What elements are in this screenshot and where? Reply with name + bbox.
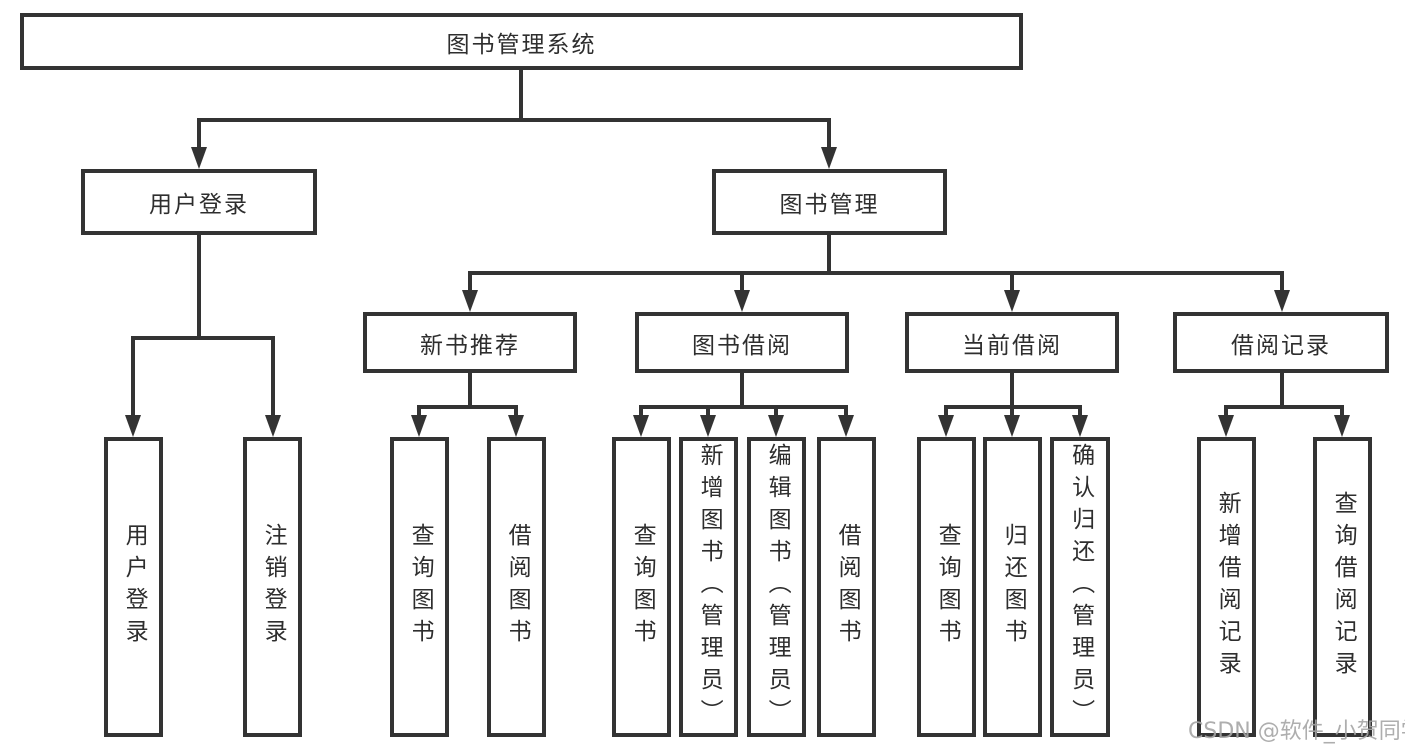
connector xyxy=(827,235,831,275)
leaf-label: 用户登录 xyxy=(121,523,148,651)
arrow-down-icon xyxy=(1004,415,1020,437)
connector xyxy=(417,405,421,418)
connector xyxy=(774,405,778,418)
arrow-down-icon xyxy=(508,415,524,437)
arrow-down-icon xyxy=(633,415,649,437)
node-book-management: 图书管理 xyxy=(712,169,947,235)
connector xyxy=(639,405,848,409)
connector xyxy=(271,336,275,417)
connector xyxy=(1010,405,1014,418)
node-current-borrowing: 当前借阅 xyxy=(905,312,1119,373)
arrow-down-icon xyxy=(411,415,427,437)
node-leaf-query-books-2: 查询图书 xyxy=(612,437,671,737)
connector xyxy=(1010,373,1014,409)
node-book-borrowing: 图书借阅 xyxy=(635,312,849,373)
connector xyxy=(740,271,744,294)
arrow-down-icon xyxy=(1004,290,1020,312)
connector xyxy=(468,271,472,294)
leaf-label: 查询图书 xyxy=(629,523,656,651)
leaf-label: 查询图书 xyxy=(407,523,434,651)
arrow-down-icon xyxy=(1218,415,1234,437)
leaf-label: 确认归还（管理员） xyxy=(1067,443,1094,731)
connector xyxy=(131,336,135,417)
connector xyxy=(1280,373,1284,409)
leaf-label: 编辑图书（管理员） xyxy=(764,443,791,731)
connector xyxy=(197,118,831,122)
arrow-down-icon xyxy=(821,147,837,169)
node-leaf-user-login: 用户登录 xyxy=(104,437,163,737)
node-leaf-borrow-books-1: 借阅图书 xyxy=(487,437,546,737)
connector xyxy=(1340,405,1344,418)
connector xyxy=(514,405,518,418)
connector xyxy=(1224,405,1228,418)
connector xyxy=(1224,405,1344,409)
leaf-label: 查询借阅记录 xyxy=(1330,491,1357,683)
leaf-label: 新增借阅记录 xyxy=(1214,491,1241,683)
node-leaf-query-books-1: 查询图书 xyxy=(390,437,449,737)
connector xyxy=(197,235,201,340)
arrow-down-icon xyxy=(768,415,784,437)
connector xyxy=(197,118,201,149)
connector xyxy=(706,405,710,418)
leaf-label: 新增图书（管理员） xyxy=(696,443,723,731)
leaf-label: 查询图书 xyxy=(934,523,961,651)
connector xyxy=(639,405,643,418)
arrow-down-icon xyxy=(838,415,854,437)
arrow-down-icon xyxy=(265,415,281,437)
arrow-down-icon xyxy=(462,290,478,312)
arrow-down-icon xyxy=(1334,415,1350,437)
connector xyxy=(519,70,523,122)
node-leaf-borrow-books-2: 借阅图书 xyxy=(817,437,876,737)
arrow-down-icon xyxy=(125,415,141,437)
arrow-down-icon xyxy=(1072,415,1088,437)
node-user-login: 用户登录 xyxy=(81,169,317,235)
connector xyxy=(1280,271,1284,294)
arrow-down-icon xyxy=(734,290,750,312)
node-leaf-query-borrow-record: 查询借阅记录 xyxy=(1313,437,1372,737)
arrow-down-icon xyxy=(700,415,716,437)
node-leaf-logout: 注销登录 xyxy=(243,437,302,737)
connector xyxy=(740,373,744,409)
arrow-down-icon xyxy=(1274,290,1290,312)
arrow-down-icon xyxy=(938,415,954,437)
node-new-book-recommend: 新书推荐 xyxy=(363,312,577,373)
node-root: 图书管理系统 xyxy=(20,13,1023,70)
leaf-label: 注销登录 xyxy=(260,523,287,651)
leaf-label: 借阅图书 xyxy=(834,523,861,651)
leaf-label: 借阅图书 xyxy=(504,523,531,651)
node-leaf-add-books-admin: 新增图书（管理员） xyxy=(679,437,738,737)
connector xyxy=(1078,405,1082,418)
connector xyxy=(417,405,518,409)
node-leaf-return-books: 归还图书 xyxy=(983,437,1042,737)
node-leaf-edit-books-admin: 编辑图书（管理员） xyxy=(747,437,806,737)
connector xyxy=(1010,271,1014,294)
connector xyxy=(468,271,1284,275)
connector xyxy=(944,405,948,418)
connector xyxy=(468,373,472,409)
leaf-label: 归还图书 xyxy=(1000,523,1027,651)
connector xyxy=(827,118,831,149)
node-leaf-query-books-3: 查询图书 xyxy=(917,437,976,737)
node-borrow-records: 借阅记录 xyxy=(1173,312,1389,373)
node-leaf-confirm-return-admin: 确认归还（管理员） xyxy=(1050,437,1110,737)
csdn-watermark: CSDN @软件_小贺同学 xyxy=(1188,719,1405,744)
arrow-down-icon xyxy=(191,147,207,169)
connector xyxy=(131,336,275,340)
connector xyxy=(844,405,848,418)
node-leaf-add-borrow-record: 新增借阅记录 xyxy=(1197,437,1256,737)
